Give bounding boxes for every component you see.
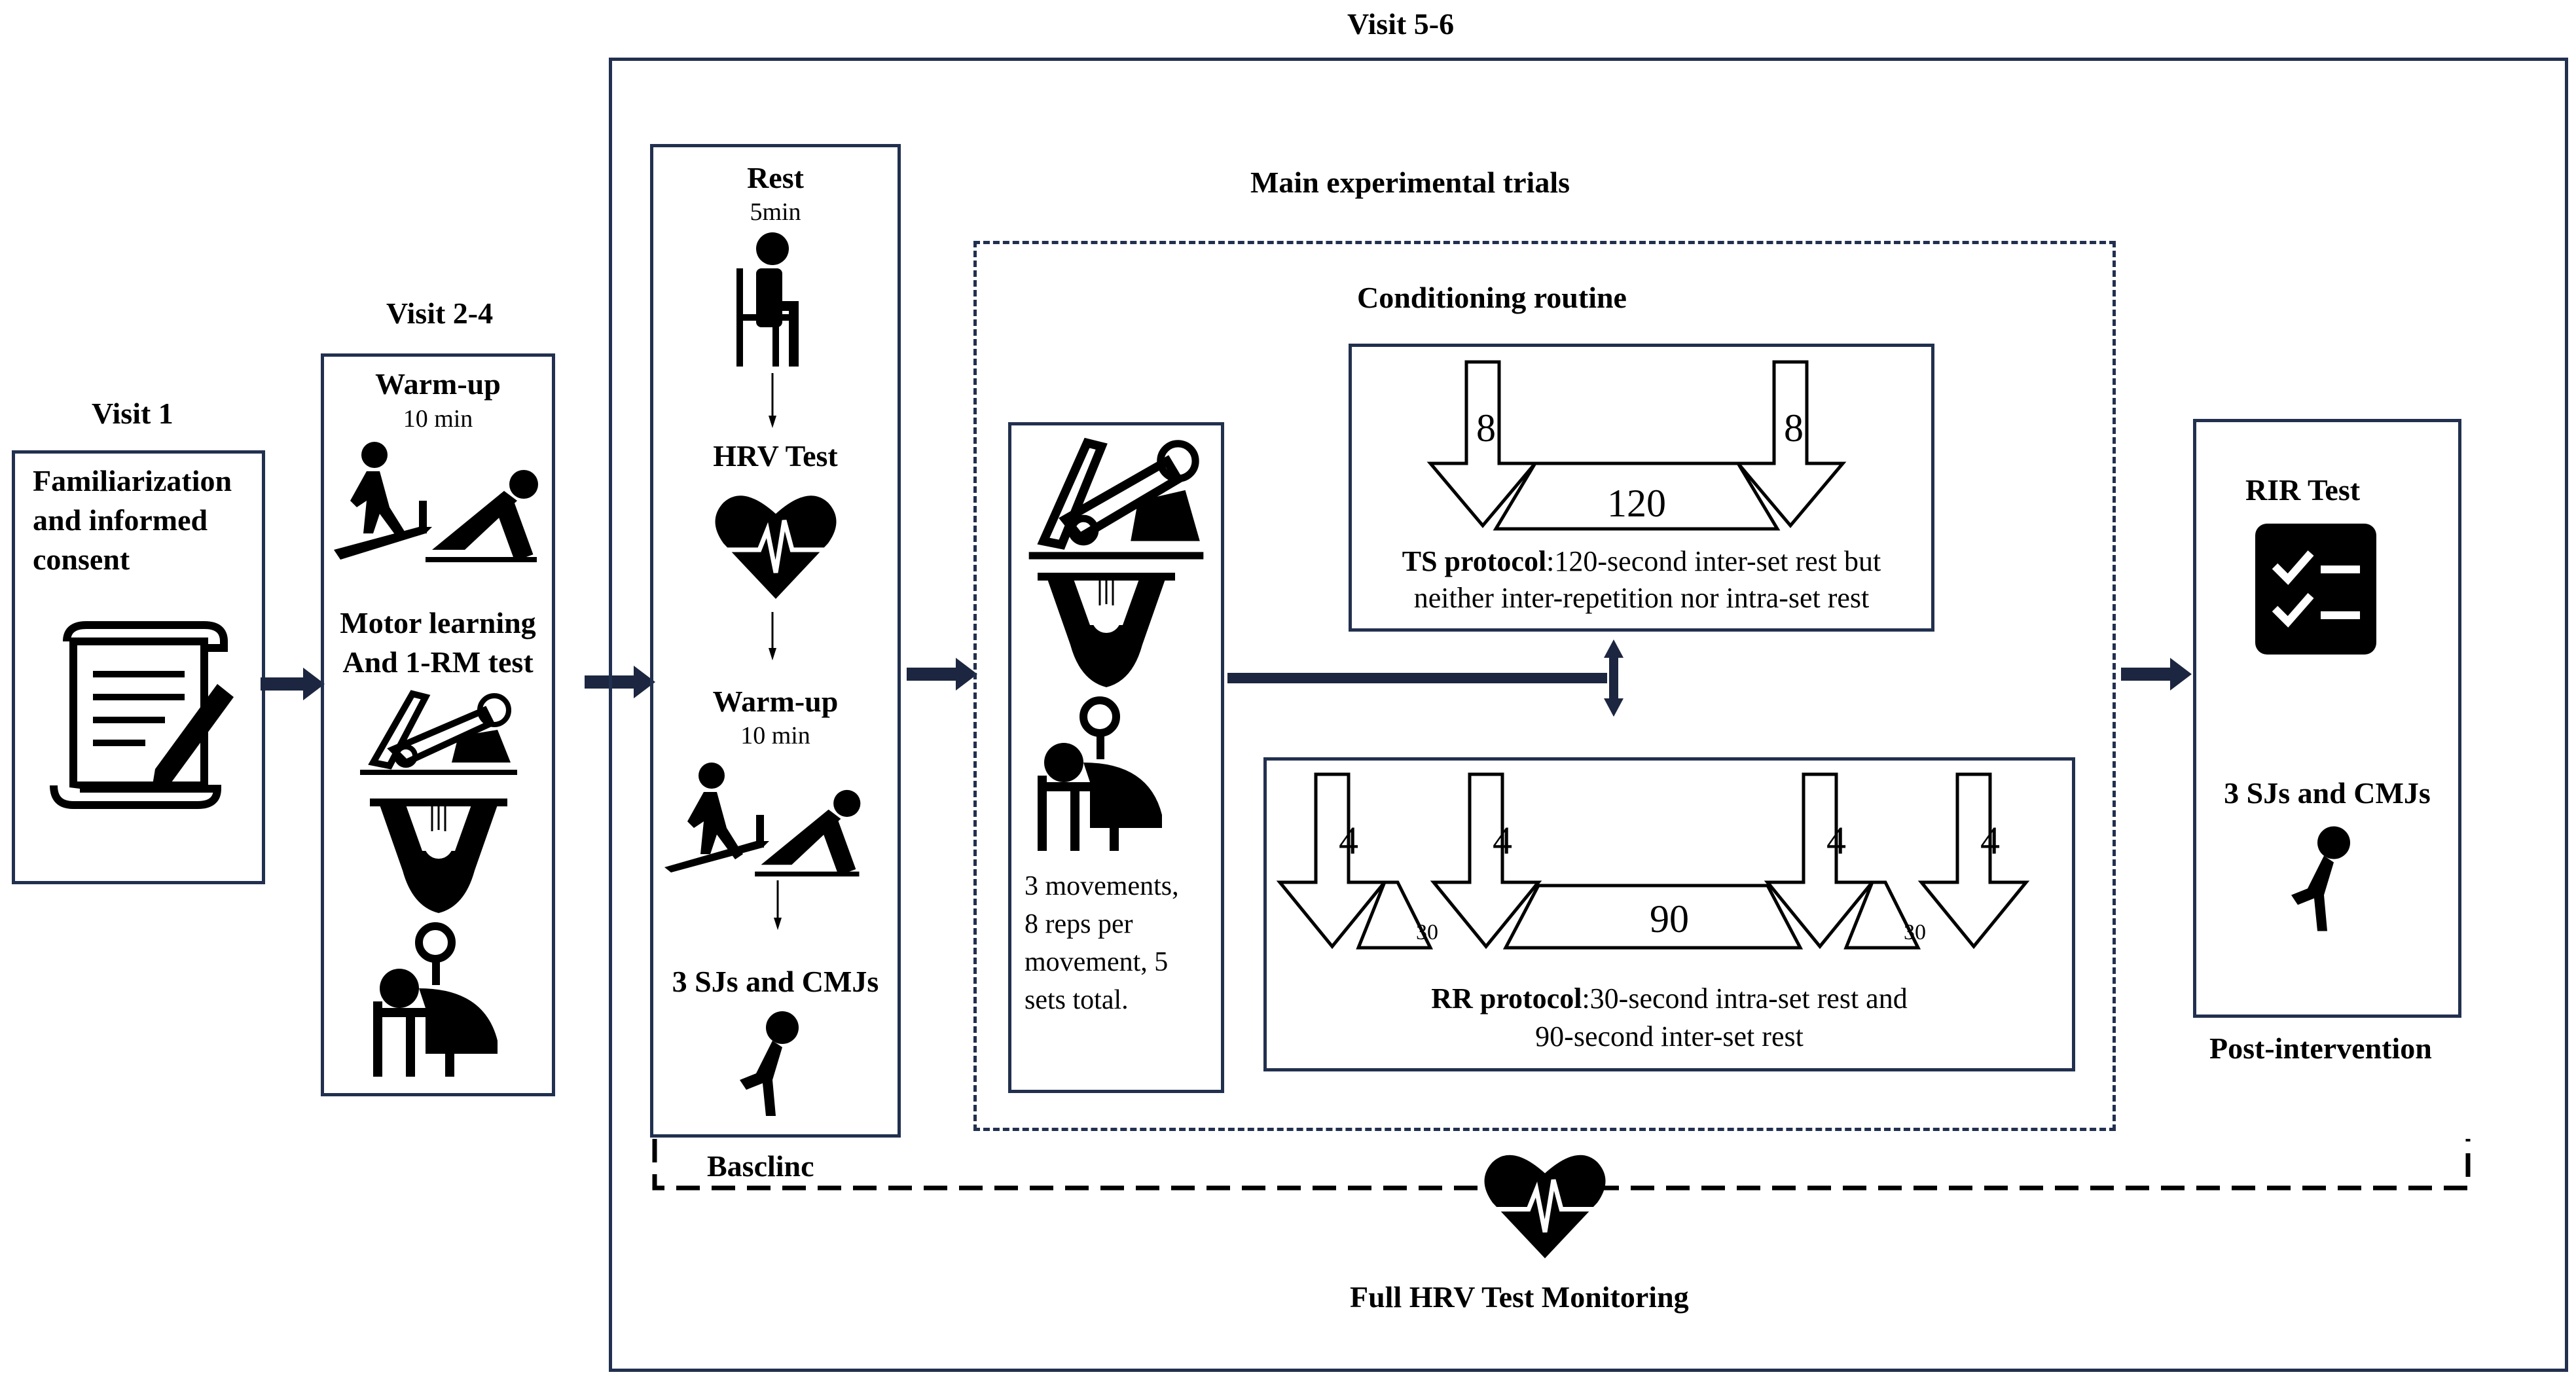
visit24-warmup-title: Warm-up	[375, 367, 501, 401]
movements-box	[1008, 422, 1224, 1093]
visit24-motor-line1: Motor learning	[340, 606, 536, 639]
baseline-warmup-title: Warm-up	[712, 685, 839, 718]
visit24-warmup-time: 10 min	[403, 405, 473, 433]
rr-inter-rest: 90	[1650, 897, 1689, 941]
movements-line1: 3 movements,	[1025, 871, 1179, 901]
ts-protocol-line1: TS protocol:120-second inter-set rest bu…	[1349, 545, 1934, 578]
movements-line2: 8 reps per	[1025, 909, 1133, 939]
visit1-line3: consent	[33, 543, 130, 576]
arrow-right-icon	[261, 668, 325, 700]
movements-line4: sets total.	[1025, 985, 1129, 1015]
baseline-box	[650, 144, 901, 1138]
branch-connector	[1227, 639, 1624, 717]
squat-jump-icon	[2291, 826, 2350, 931]
treadmill-runner-icon	[664, 763, 769, 872]
rr-count-4: 4	[1980, 819, 2000, 862]
visit1-box	[12, 450, 265, 884]
consent-document-icon	[50, 621, 234, 809]
squat-jump-icon	[740, 1011, 799, 1116]
post-jumps-title: 3 SJs and CMJs	[2224, 776, 2431, 810]
monitoring-label: Full HRV Test Monitoring	[1350, 1280, 1689, 1314]
main-trials-title: Main experimental trials	[1250, 166, 1570, 199]
ts-left-count: 8	[1476, 406, 1496, 450]
visit1-line1: Familiarization	[33, 464, 232, 497]
ts-protocol-bold: TS protocol	[1402, 545, 1547, 577]
main-trials-box	[973, 241, 2116, 1131]
post-intervention-box	[2193, 419, 2461, 1018]
ts-protocol-text1: :120-second inter-set rest but	[1546, 545, 1881, 577]
ts-rest-value: 120	[1607, 482, 1666, 525]
ts-protocol-graphic	[1426, 360, 1847, 531]
rr-protocol-text1: :30-second intra-set rest and	[1582, 982, 1908, 1015]
ts-right-count: 8	[1784, 406, 1804, 450]
rr-protocol-line2: 90-second inter-set rest	[1535, 1020, 1804, 1052]
arrow-right-icon	[2121, 658, 2192, 691]
visit5-6-label: Visit 5-6	[1347, 7, 1455, 41]
heart-rate-icon	[1484, 1155, 1606, 1259]
ts-protocol-box	[1349, 344, 1934, 632]
baseline-warmup-time: 10 min	[740, 722, 810, 749]
post-rir-title: RIR Test	[2245, 473, 2361, 507]
movements-line3: movement, 5	[1025, 947, 1169, 977]
conditioning-title: Conditioning routine	[1357, 281, 1627, 314]
baseline-label: Basclinc	[707, 1149, 814, 1183]
visit2-4-box	[321, 353, 555, 1096]
arrow-right-icon	[907, 658, 977, 691]
visit5-6-frame	[609, 58, 2568, 1372]
lat-pulldown-icon	[370, 799, 507, 913]
bench-press-icon	[373, 922, 498, 1077]
ts-protocol-line2: neither inter-repetition nor intra-set r…	[1413, 582, 1870, 614]
rr-count-3: 4	[1826, 819, 1846, 862]
seated-person-icon	[736, 232, 799, 367]
rr-count-2: 4	[1493, 819, 1512, 862]
heart-rate-icon	[715, 495, 837, 599]
arrow-down-icon	[774, 880, 782, 930]
rr-intra-rest-1: 30	[1416, 920, 1438, 944]
leg-press-icon	[360, 690, 517, 775]
visit1-label: Visit 1	[92, 397, 173, 430]
baseline-hrv-title: HRV Test	[713, 439, 838, 473]
bench-press-icon	[1038, 696, 1162, 851]
treadmill-runner-icon	[334, 442, 432, 560]
stretching-icon	[755, 789, 861, 877]
baseline-rest-title: Rest	[747, 161, 804, 194]
arrow-down-icon	[769, 612, 776, 660]
baseline-jumps-title: 3 SJs and CMJs	[672, 965, 879, 998]
baseline-rest-time: 5min	[750, 198, 801, 226]
rr-count-1: 4	[1339, 819, 1358, 862]
rr-protocol-box	[1263, 757, 2075, 1071]
visit2-4-label: Visit 2-4	[386, 296, 494, 330]
leg-press-icon	[1028, 437, 1204, 560]
visit1-line2: and informed	[33, 503, 208, 537]
post-intervention-label: Post-intervention	[2209, 1032, 2432, 1065]
rr-protocol-bold: RR protocol	[1431, 982, 1582, 1015]
arrow-down-icon	[769, 373, 776, 428]
checklist-icon	[2255, 524, 2376, 655]
rr-protocol-line1: RR protocol:30-second intra-set rest and	[1263, 982, 2075, 1015]
rr-intra-rest-2: 30	[1904, 920, 1926, 944]
rr-protocol-graphic	[1276, 772, 2030, 950]
lat-pulldown-icon	[1038, 573, 1175, 687]
stretching-icon	[426, 470, 538, 562]
visit24-motor-line2: And 1-RM test	[342, 645, 534, 679]
